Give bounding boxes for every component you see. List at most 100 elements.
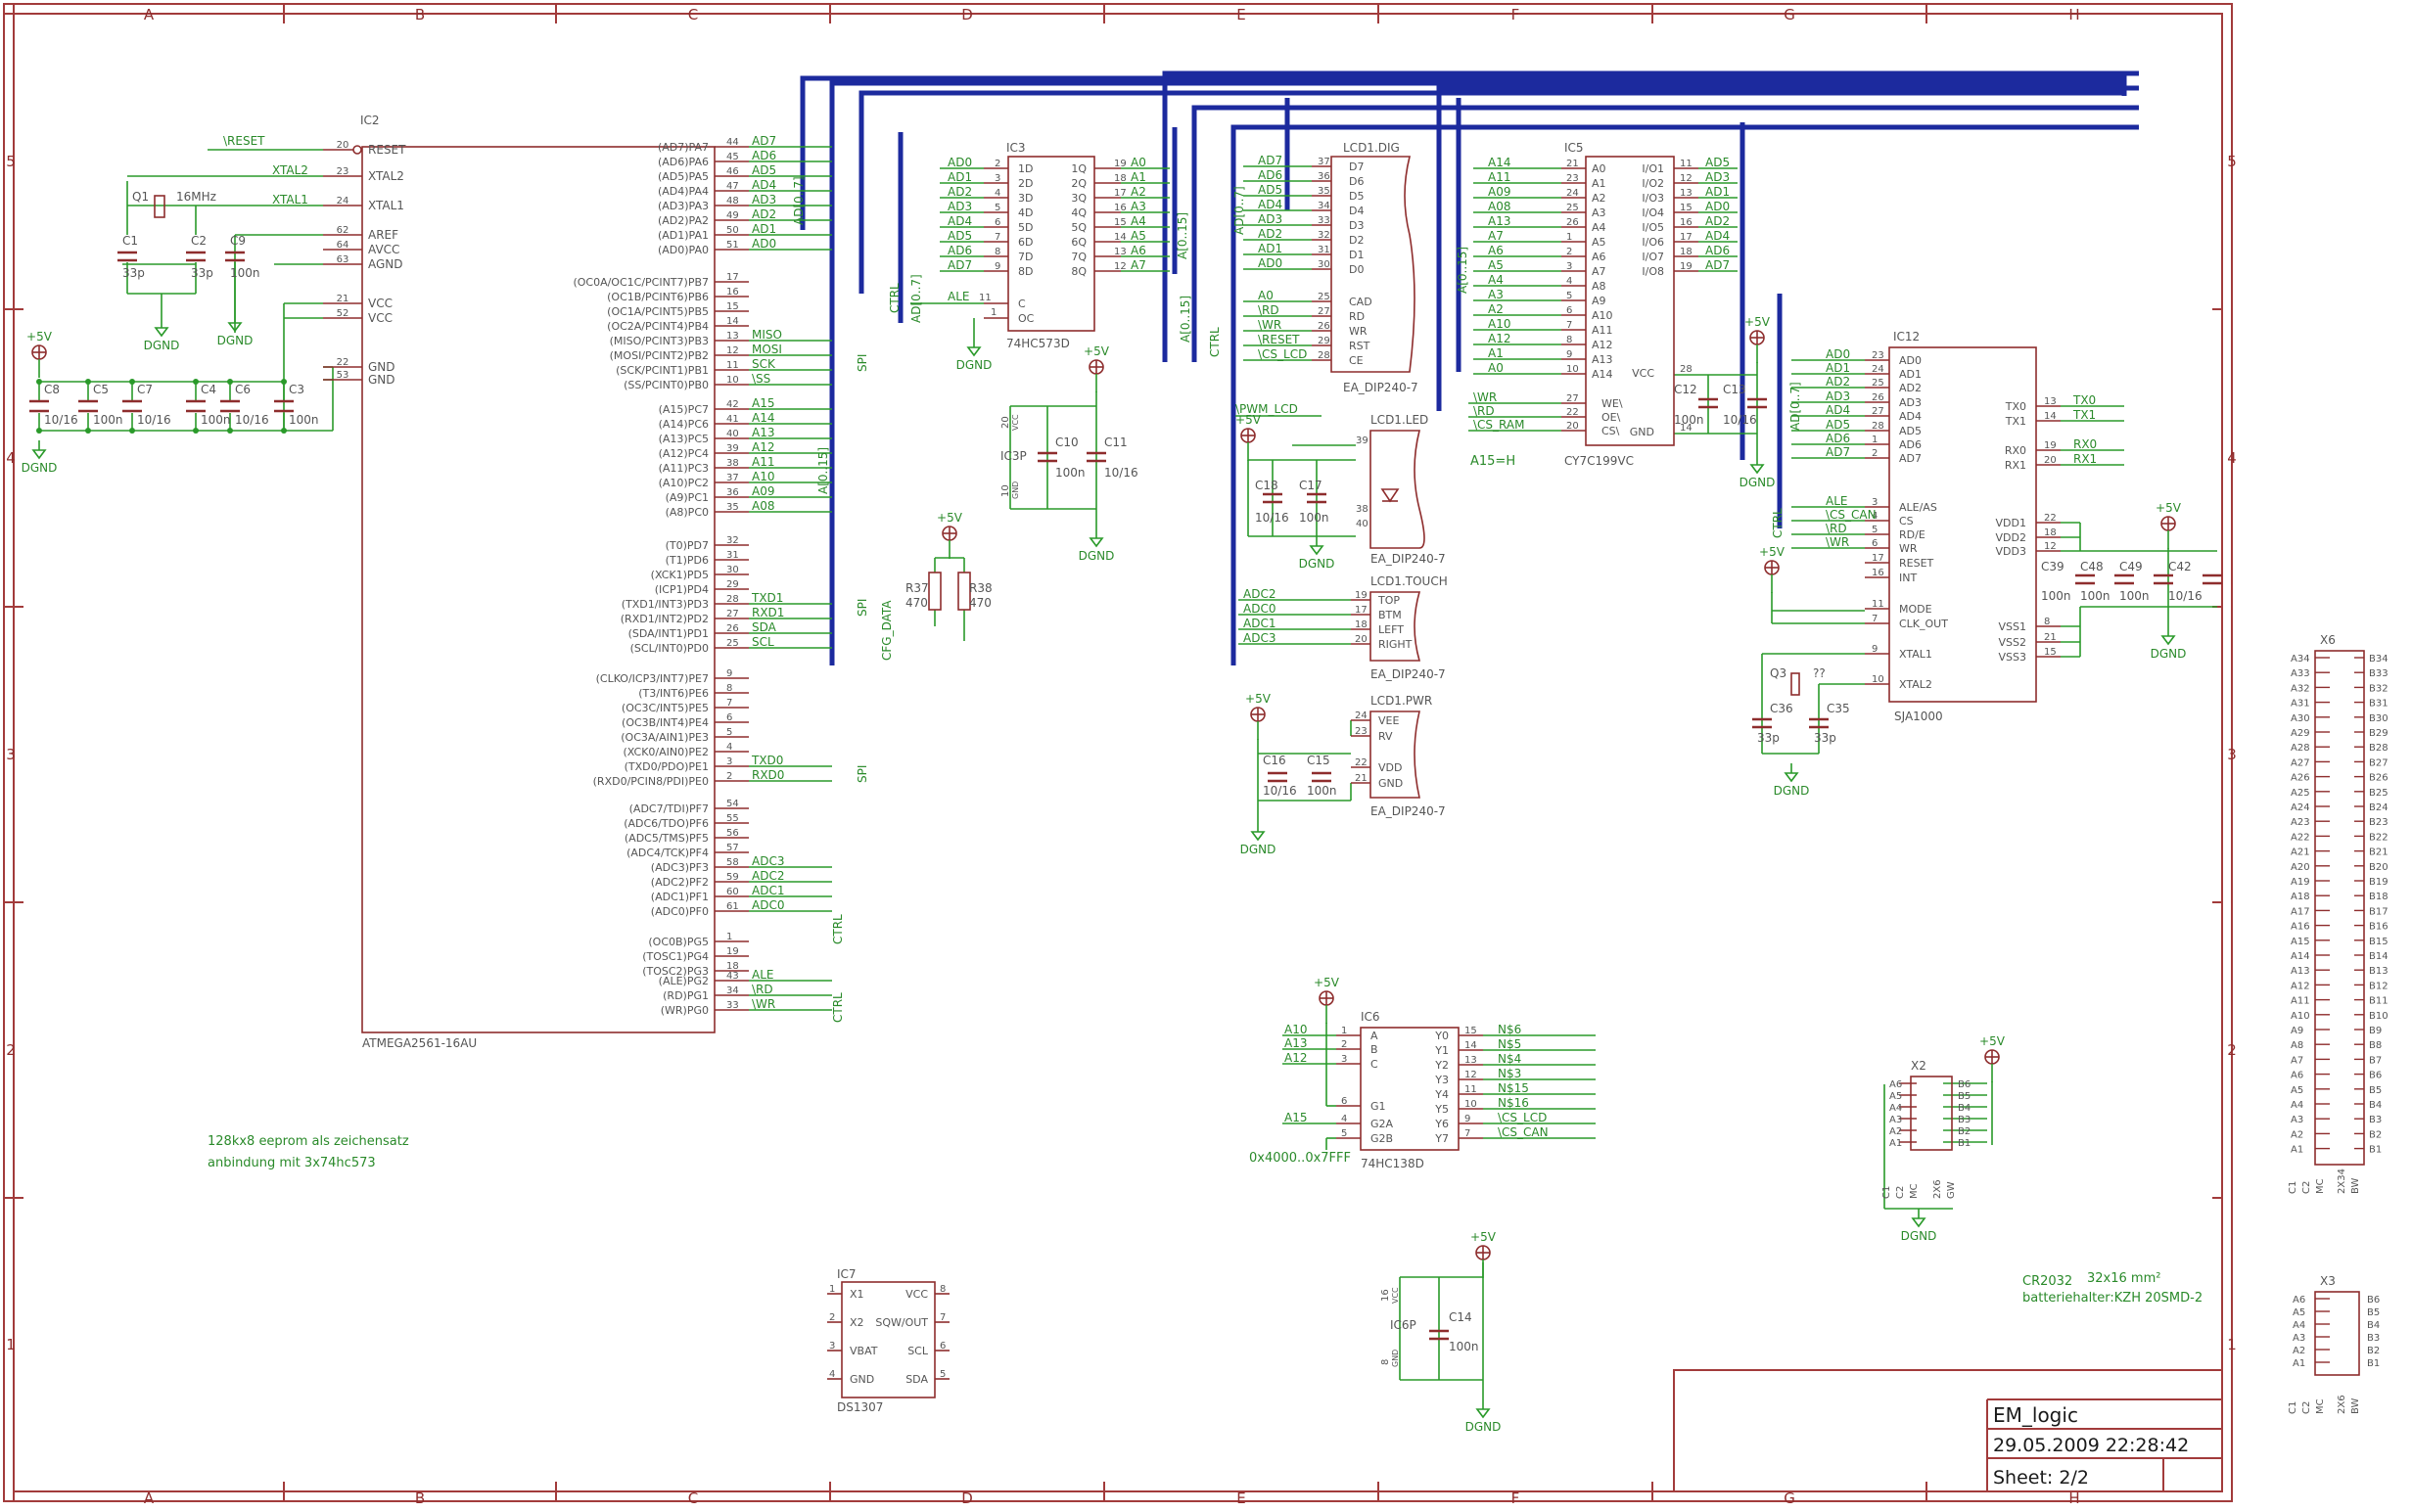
lcd-led-pin-number: 40 bbox=[1356, 519, 1368, 529]
ic2-pin-number: 43 bbox=[726, 971, 739, 982]
ic5-net-label: AD6 bbox=[1705, 244, 1730, 257]
ic5-net-label: \CS_RAM bbox=[1473, 418, 1524, 432]
lcd-dig-pin-number: 33 bbox=[1318, 215, 1330, 226]
dgnd-symbol: DGND bbox=[1299, 536, 1334, 571]
ic12-pin-label: AD3 bbox=[1899, 396, 1922, 409]
lcd-dig-net-label: AD1 bbox=[1258, 242, 1282, 255]
cap-name: C13 bbox=[1723, 383, 1746, 396]
resistor-name: R38 bbox=[969, 581, 993, 595]
ic2-pin-number: 14 bbox=[726, 316, 739, 327]
x6-pin-a: A8 bbox=[2291, 1040, 2303, 1051]
vcc-symbol: +5V bbox=[1235, 413, 1262, 461]
ic2-pin-number: 50 bbox=[726, 225, 739, 236]
ic3-net-label: A0 bbox=[1131, 156, 1146, 169]
ic3-pin-number: 19 bbox=[1114, 159, 1127, 169]
cap-value: 100n bbox=[1449, 1340, 1479, 1353]
ic5-pin-label: A6 bbox=[1592, 251, 1606, 263]
ic5-pin-number: 26 bbox=[1566, 217, 1579, 228]
ic2-pin-label: (ADC1)PF1 bbox=[651, 891, 709, 903]
ic12-net-label: AD0 bbox=[1826, 347, 1850, 361]
title-name: EM_logic bbox=[1993, 1403, 2078, 1427]
bus-top-6 bbox=[1230, 124, 2139, 665]
ic12-pin-label: VDD3 bbox=[1996, 545, 2026, 558]
ic12-pin-label: CS bbox=[1899, 515, 1914, 527]
lcd-dig-net-label: \WR bbox=[1258, 318, 1281, 332]
ic5-pin-label: A11 bbox=[1592, 324, 1613, 337]
lcd-dig-net-label: \CS_LCD bbox=[1258, 347, 1307, 361]
ic12-pin-label: ALE/AS bbox=[1899, 501, 1937, 514]
x2-bottom: C1 bbox=[1881, 1186, 1892, 1199]
x2-pin: A4 bbox=[1889, 1103, 1902, 1114]
x3-pin-b: B6 bbox=[2367, 1295, 2380, 1306]
bus-label: SPI bbox=[856, 765, 869, 783]
ic5-pin-label: I/O8 bbox=[1642, 265, 1664, 278]
ic3-pin-label: 3Q bbox=[1071, 192, 1087, 205]
ic2-pin-number: 9 bbox=[726, 668, 732, 679]
cap-name: C11 bbox=[1104, 435, 1128, 449]
ic7-pin-number: 8 bbox=[940, 1284, 946, 1295]
x6-pin-b: B8 bbox=[2369, 1040, 2382, 1051]
ic2-pin-number: 35 bbox=[726, 502, 739, 513]
ic2-net-label: ALE bbox=[752, 968, 773, 982]
lcd-dig-net-label: AD5 bbox=[1258, 183, 1282, 197]
ic6-pin-label: G1 bbox=[1370, 1100, 1386, 1113]
ic7-pin-label: X2 bbox=[850, 1316, 864, 1329]
ic2-pin-number: 18 bbox=[726, 961, 739, 972]
junction bbox=[36, 379, 42, 385]
ic2-net-label: SCK bbox=[752, 357, 776, 371]
ic12-name: IC12 bbox=[1893, 330, 1920, 344]
ic5-pin-number: 16 bbox=[1680, 217, 1693, 228]
ic5-pin-label: A8 bbox=[1592, 280, 1606, 293]
x6-bottom: BW bbox=[2350, 1177, 2361, 1194]
ic6-pin-label: Y1 bbox=[1434, 1044, 1449, 1057]
lcd-pwr-pin-number: 22 bbox=[1355, 757, 1368, 768]
ic7-pin-number: 7 bbox=[940, 1312, 946, 1323]
x6-pin-a: A27 bbox=[2291, 757, 2310, 768]
junction bbox=[36, 428, 42, 434]
ic6-pin-label: Y7 bbox=[1434, 1132, 1449, 1145]
ic2-pin-number: 28 bbox=[726, 594, 739, 605]
column-label: H bbox=[2068, 1489, 2079, 1507]
cap-value: 10/16 bbox=[235, 413, 269, 427]
x6-pin-a: A33 bbox=[2291, 668, 2310, 679]
column-label: E bbox=[1236, 1489, 1245, 1507]
dgnd-label: DGND bbox=[1739, 476, 1776, 489]
ic2-pin-number: 56 bbox=[726, 828, 739, 839]
x6-pin-a: A31 bbox=[2291, 699, 2310, 710]
lcd-touch-part: EA_DIP240-7 bbox=[1370, 667, 1446, 681]
x6-pin-a: A1 bbox=[2291, 1145, 2303, 1156]
dgnd-label: DGND bbox=[1901, 1229, 1937, 1243]
ic5-pin-number: 6 bbox=[1566, 305, 1572, 316]
ic2-pin-number: 59 bbox=[726, 872, 739, 883]
cap-name: C3 bbox=[289, 383, 304, 396]
ic12-pin-number: 16 bbox=[1872, 568, 1884, 578]
ic12-pin-label: VSS1 bbox=[1999, 620, 2027, 633]
ic2-pin-label: XTAL1 bbox=[368, 199, 404, 212]
junction bbox=[281, 379, 287, 385]
ic2-net-label: \RD bbox=[752, 983, 773, 996]
x3-bottom: C2 bbox=[2301, 1401, 2312, 1414]
lcd-touch-pin-number: 20 bbox=[1355, 634, 1368, 645]
lcd-touch-net: ADC3 bbox=[1243, 631, 1276, 645]
vcc-label: +5V bbox=[1744, 315, 1771, 329]
row-label: 1 bbox=[6, 1336, 16, 1353]
row-label: 1 bbox=[2227, 1336, 2237, 1353]
ic5-gnd-number: 14 bbox=[1680, 423, 1693, 434]
ic3-net-label: AD2 bbox=[948, 185, 972, 199]
net-reset: \RESET bbox=[223, 134, 265, 148]
ic2-pin-number: 34 bbox=[726, 985, 739, 996]
ic3p-vcc-pin: 20 bbox=[1000, 416, 1011, 429]
x6-pin-a: A14 bbox=[2291, 951, 2310, 962]
lcd-dig-pin-label: WR bbox=[1349, 325, 1368, 338]
ic5-net-label: A10 bbox=[1488, 317, 1510, 331]
ic2-pin-number: 19 bbox=[726, 946, 739, 957]
x3-name: X3 bbox=[2320, 1274, 2336, 1288]
bus-label: SPI bbox=[856, 354, 869, 372]
ic2-pin-label: (ICP1)PD4 bbox=[655, 583, 709, 596]
junction bbox=[227, 379, 233, 385]
lcd-dig-pin-label: D2 bbox=[1349, 234, 1364, 247]
ic12-net-label: \RD bbox=[1826, 522, 1847, 535]
ic5-pin-label: A10 bbox=[1592, 309, 1613, 322]
ic3-net-label: A1 bbox=[1131, 170, 1146, 184]
cap-name: C48 bbox=[2080, 560, 2104, 573]
